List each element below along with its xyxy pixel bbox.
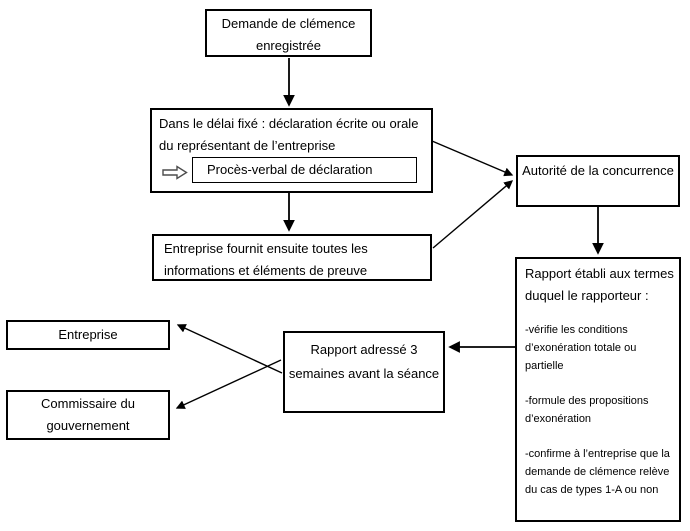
node-declaration: Dans le délai fixé : déclaration écrite … xyxy=(150,108,433,193)
node-informations-preuve: Entreprise fournit ensuite toutes les in… xyxy=(152,234,432,281)
node-proces-verbal-label: Procès-verbal de déclaration xyxy=(207,162,373,177)
node-rapport-etabli-title: Rapport établi aux termes duquel le rapp… xyxy=(525,266,674,303)
block-arrow-icon xyxy=(162,165,188,180)
node-autorite-concurrence: Autorité de la concurrence xyxy=(516,155,680,207)
node-demande-label: Demande de clémence enregistrée xyxy=(221,16,356,53)
edge-declaration-autorite xyxy=(431,140,514,177)
node-rapport-etabli-item-1: -vérifie les conditions d’exonération to… xyxy=(525,324,637,372)
edge-adresse-commissaire xyxy=(175,359,282,409)
node-rapport-etabli-item-2: -formule des propositions d’exonération xyxy=(525,395,649,425)
edge-adresse-entreprise xyxy=(176,324,283,374)
node-declaration-label: Dans le délai fixé : déclaration écrite … xyxy=(159,116,419,153)
node-rapport-adresse-label: Rapport adressé 3 semaines avant la séan… xyxy=(288,342,440,381)
node-entreprise-label: Entreprise xyxy=(58,327,118,342)
node-commissaire-gouvernement: Commissaire du gouvernement xyxy=(6,390,170,440)
edge-informations-autorite xyxy=(432,180,514,249)
node-autorite-label: Autorité de la concurrence xyxy=(522,163,674,178)
node-rapport-etabli: Rapport établi aux termes duquel le rapp… xyxy=(515,257,681,522)
node-proces-verbal: Procès-verbal de déclaration xyxy=(192,157,417,183)
node-demande-enregistree: Demande de clémence enregistrée xyxy=(205,9,372,57)
node-commissaire-label: Commissaire du gouvernement xyxy=(41,396,135,433)
node-informations-label: Entreprise fournit ensuite toutes les in… xyxy=(164,241,368,278)
node-rapport-adresse: Rapport adressé 3 semaines avant la séan… xyxy=(283,331,445,413)
node-entreprise: Entreprise xyxy=(6,320,170,350)
node-rapport-etabli-item-3: -confirme à l’entreprise que la demande … xyxy=(525,448,670,496)
